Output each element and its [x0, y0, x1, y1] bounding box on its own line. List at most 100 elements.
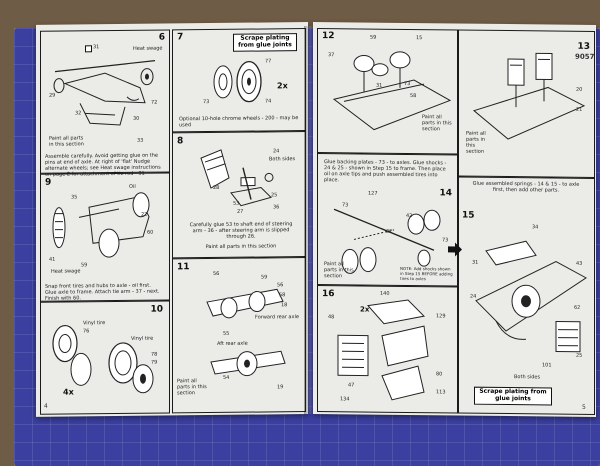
label-heat-swage: Heat swage	[133, 45, 163, 52]
part-label: 18	[281, 302, 288, 309]
front-axle-drawing	[53, 60, 156, 126]
part-label: 25	[271, 192, 278, 199]
step-7-panel: 7 Scrape plating from glue joints 77 73 …	[172, 28, 306, 134]
part-label: 76	[83, 328, 90, 335]
part-label: 73	[203, 99, 210, 106]
step-number: 10	[150, 304, 163, 315]
part-label: 24	[273, 148, 280, 155]
step-instructions: Carefully glue 53 to shaft end of steeri…	[189, 221, 293, 240]
part-label: 20	[576, 86, 583, 93]
part-label: 28	[213, 184, 220, 191]
part-label: 32	[75, 110, 82, 117]
chassis-front-drawing	[332, 51, 452, 131]
part-label: 21	[576, 106, 583, 113]
part-label: 129	[436, 313, 446, 320]
part-label: 59	[81, 262, 88, 269]
step-number: 15	[462, 210, 475, 221]
part-label: 77	[265, 58, 272, 65]
part-label: 54	[223, 374, 230, 381]
step-14-panel: 14 Glue backing plates - 73 - to axles. …	[317, 152, 459, 288]
scrape-plating-callout: Scrape plating from glue joints	[474, 386, 552, 406]
label-aft-rear-axle: Aft rear axle	[217, 340, 248, 347]
part-label: 27	[237, 208, 244, 215]
step-instructions: Glue assembled springs - 14 & 15 - to ax…	[472, 180, 580, 194]
part-label: 53	[233, 200, 240, 207]
part-label: 31	[93, 44, 100, 51]
part-label: 31	[376, 82, 383, 89]
multiplier: 2x	[277, 81, 288, 91]
multiplier: 4x	[63, 387, 74, 397]
shocks-note: NOTE: Add shocks shown in Step 15 BEFORE…	[400, 265, 453, 282]
part-label: 25	[576, 352, 583, 359]
part-label: 41	[49, 256, 56, 263]
part-label: 19	[277, 384, 284, 391]
part-label: 79	[151, 359, 158, 366]
front-wheels-drawing	[52, 192, 150, 258]
part-label: 56	[213, 270, 220, 277]
part-label: 47	[348, 382, 355, 389]
step-number: 6	[158, 32, 165, 43]
part-label: 80	[436, 371, 443, 378]
part-label: 56	[277, 282, 284, 289]
label-oil: Oil	[129, 183, 136, 190]
step-12-panel: 12 59 15 37 73 31 58 Paint all parts in …	[317, 28, 459, 156]
part-label: 127	[368, 190, 378, 197]
cab-parts-drawing	[337, 299, 429, 401]
page-number: 4	[44, 402, 48, 410]
part-label: 58	[279, 292, 286, 299]
paint-note: Paint all parts in this section	[49, 135, 84, 148]
part-label: 59	[370, 34, 377, 41]
step-note: Optional 10-hole chrome wheels - 200 - m…	[179, 115, 299, 129]
part-label: 24	[470, 293, 477, 300]
step-10-panel: 10 Vinyl tire 76 Vinyl tire 78 79 4x	[40, 299, 170, 415]
step-instructions: Glue backing plates - 73 - to axles. Glu…	[324, 159, 447, 184]
paint-note: Paint all parts in this section	[466, 130, 486, 155]
part-label: 134	[340, 396, 350, 403]
step-6-panel: 6 Heat swage 31 32 30 29 72 33 Paint all…	[40, 29, 170, 178]
part-label: 22	[141, 211, 148, 218]
step-16-panel: 16 140 2x 129 48 47 113 80 134	[317, 284, 459, 414]
arrow-right-icon	[448, 242, 462, 257]
step-11-panel: 11 56 59 56 58 55 18 Forward rear axle A…	[172, 256, 306, 414]
step-number: 9	[45, 177, 52, 188]
part-label: 32	[386, 228, 393, 235]
step-15-panel: 15 Glue assembled springs - 14 & 15 - to…	[448, 175, 595, 415]
rear-axle-drawing	[206, 288, 286, 377]
paint-note: Paint all parts in this section	[324, 261, 354, 280]
frame-assembly-drawing	[475, 240, 587, 353]
part-label: 48	[328, 314, 335, 321]
page-number: 5	[582, 403, 586, 411]
part-label: 58	[410, 93, 417, 100]
part-label: 33	[137, 137, 144, 144]
part-label: 29	[49, 92, 56, 99]
part-label: 36	[273, 204, 280, 211]
edge-text: 9057	[575, 52, 595, 61]
part-label: 78	[151, 351, 158, 358]
instruction-booklet: 6 Heat swage 31 32 30 29 72 33 Paint all…	[36, 22, 596, 417]
step-13-panel: 13 20 21 Paint all parts in this section	[457, 29, 595, 179]
part-label: 31	[472, 259, 479, 266]
label-vinyl-tire: Vinyl tire	[131, 335, 154, 342]
label-heat-swage: Heat swage	[51, 268, 81, 275]
part-box	[85, 45, 92, 53]
part-label: 101	[542, 362, 552, 369]
scrape-plating-callout: Scrape plating from glue joints	[233, 33, 297, 52]
rear-axles-drawing	[333, 208, 441, 274]
part-label: 34	[532, 224, 539, 231]
right-page: 12 59 15 37 73 31 58 Paint all parts in …	[313, 22, 596, 417]
springs-drawing	[472, 52, 586, 140]
part-label: 55	[223, 330, 230, 337]
step-8-panel: 8 24 Both sides 28 53 27 25 36 Carefully…	[172, 130, 306, 260]
part-label: 35	[71, 194, 78, 201]
part-label: 113	[436, 389, 446, 396]
part-label: 30	[133, 115, 140, 122]
paint-note: Paint all parts in this section	[422, 114, 452, 133]
steering-arm-drawing	[200, 149, 274, 207]
part-label: 73	[342, 202, 349, 209]
left-page: 6 Heat swage 31 32 30 29 72 33 Paint all…	[36, 22, 308, 417]
part-label: 43	[576, 260, 583, 267]
paint-note: Paint all parts in this section	[177, 378, 207, 397]
label-vinyl-tire: Vinyl tire	[83, 320, 106, 327]
part-label: 60	[147, 229, 154, 236]
part-label: 37	[328, 52, 335, 59]
